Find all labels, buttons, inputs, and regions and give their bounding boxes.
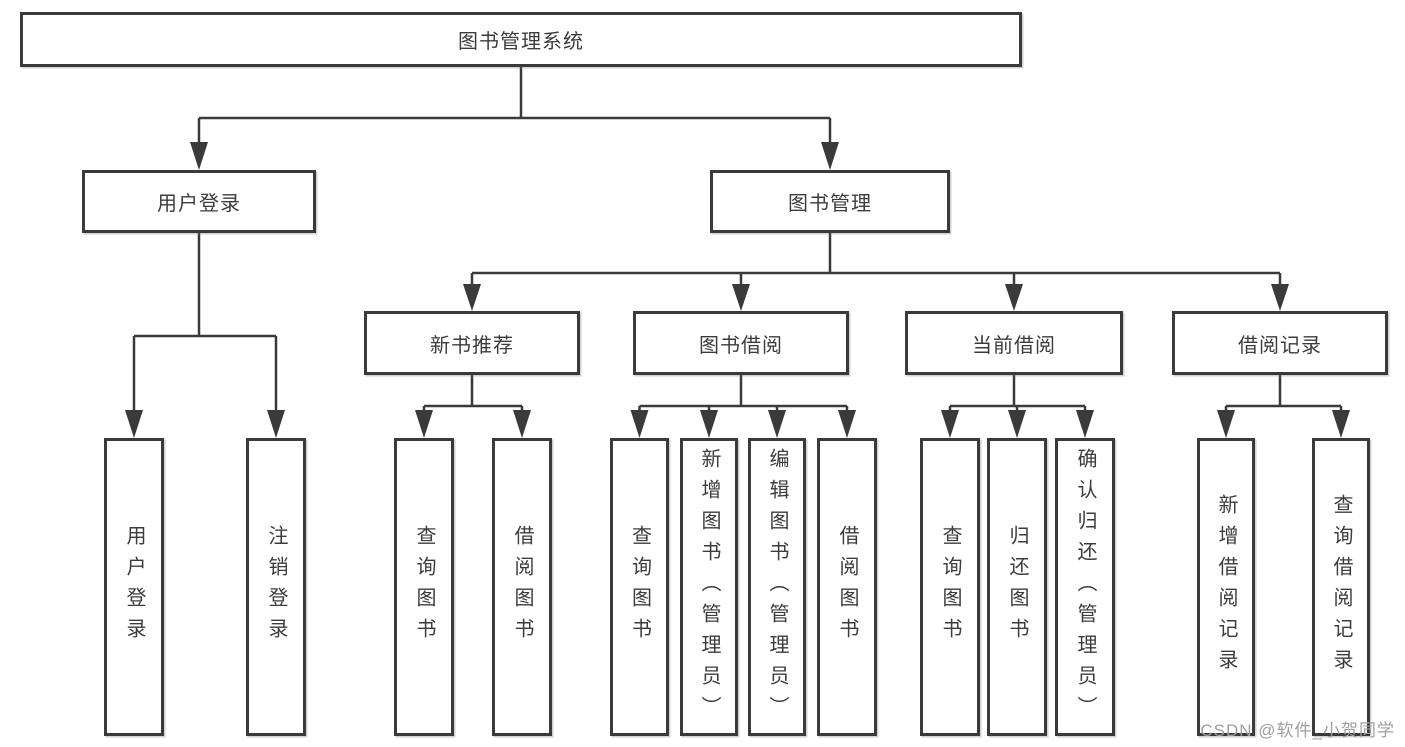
node-book-management: 图书管理	[710, 170, 950, 233]
node-label: 当前借阅	[972, 334, 1056, 357]
leaf-add-borrow-record: 新增借阅记录	[1197, 438, 1255, 736]
leaf-label: 编辑图书（管理员）	[766, 447, 788, 727]
leaf-borrow-books: 借阅图书	[492, 438, 552, 736]
leaf-label: 查询图书	[413, 525, 435, 649]
node-book-borrowing: 图书借阅	[633, 311, 849, 375]
node-label: 图书管理	[788, 193, 872, 215]
node-user-login: 用户登录	[82, 170, 316, 233]
leaf-label: 借阅图书	[836, 525, 858, 649]
leaf-edit-books-admin: 编辑图书（管理员）	[748, 438, 806, 736]
node-label: 图书借阅	[699, 334, 783, 357]
node-new-book-recommendation: 新书推荐	[364, 311, 580, 375]
leaf-label: 借阅图书	[511, 525, 533, 649]
leaf-confirm-return-admin: 确认归还（管理员）	[1055, 438, 1115, 736]
node-label: 借阅记录	[1238, 334, 1322, 357]
node-label: 新书推荐	[430, 334, 514, 357]
node-library-management-system: 图书管理系统	[20, 12, 1022, 67]
leaf-add-books-admin: 新增图书（管理员）	[680, 438, 738, 736]
leaf-user-login: 用户登录	[104, 438, 164, 736]
leaf-label: 新增图书（管理员）	[698, 447, 720, 727]
node-label: 用户登录	[157, 193, 241, 215]
leaf-return-books: 归还图书	[987, 438, 1047, 736]
tree-edges	[132, 67, 1343, 412]
leaf-borrow-books: 借阅图书	[817, 438, 877, 736]
leaf-label: 确认归还（管理员）	[1074, 447, 1096, 727]
node-label: 图书管理系统	[458, 31, 584, 53]
leaf-label: 查询图书	[939, 525, 961, 649]
leaf-search-books: 查询图书	[394, 438, 454, 736]
node-borrowing-records: 借阅记录	[1172, 311, 1388, 375]
leaf-search-borrow-record: 查询借阅记录	[1312, 438, 1370, 736]
leaf-search-books: 查询图书	[920, 438, 980, 736]
leaf-label: 查询借阅记录	[1330, 494, 1352, 680]
leaf-label: 用户登录	[123, 525, 145, 649]
leaf-search-books: 查询图书	[610, 438, 669, 736]
leaf-label: 注销登录	[265, 525, 287, 649]
arrowheads	[125, 142, 1350, 438]
leaf-label: 归还图书	[1006, 525, 1028, 649]
leaf-label: 新增借阅记录	[1215, 494, 1237, 680]
leaf-logout: 注销登录	[246, 438, 306, 736]
csdn-watermark: CSDN @软件_小贺同学	[1200, 721, 1395, 740]
node-current-borrowing: 当前借阅	[905, 311, 1123, 375]
leaf-label: 查询图书	[628, 525, 651, 649]
